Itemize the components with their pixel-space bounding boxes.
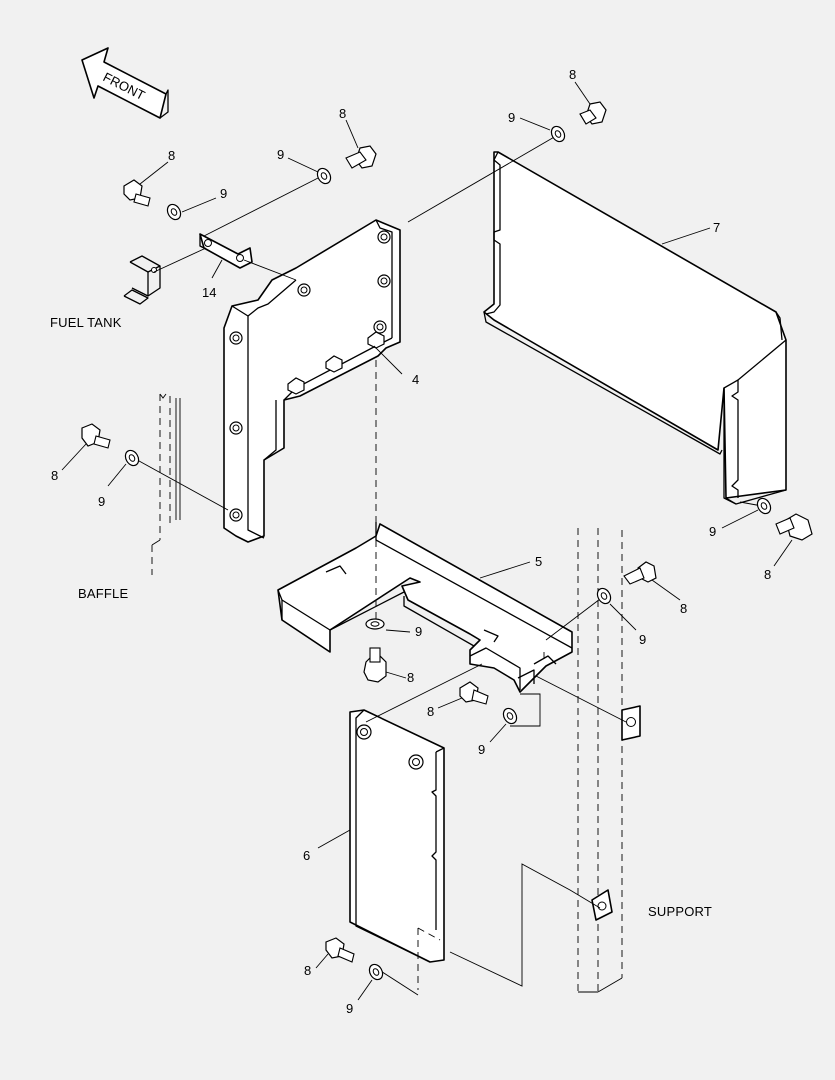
callout-numbers: 8 9 8 9 8 9 7 14 4 8 9 9 8 5 8 9 9 8 8 9… <box>51 67 771 1016</box>
tray-part-5 <box>277 522 573 693</box>
callout-bolt-top-right: 8 <box>569 67 576 82</box>
support-member <box>577 528 641 993</box>
bolt-top-center <box>345 145 377 169</box>
callout-washer-lower-center: 9 <box>478 742 485 757</box>
callout-washer-top-right: 9 <box>508 110 515 125</box>
washers <box>124 125 772 981</box>
assembly-lines <box>129 135 763 996</box>
bolt-mid-right <box>623 561 657 585</box>
bolt-left <box>81 423 111 449</box>
callout-washer-top-center: 9 <box>277 147 284 162</box>
bolt-top-left <box>123 179 151 207</box>
callout-part-6: 6 <box>303 848 310 863</box>
baffle-member <box>151 393 181 575</box>
label-fuel-tank: FUEL TANK <box>50 315 122 330</box>
callout-bolt-bottom: 8 <box>304 963 311 978</box>
panel-part-7 <box>483 151 787 505</box>
label-baffle: BAFFLE <box>78 586 128 601</box>
callout-leaders <box>61 81 793 1001</box>
label-support: SUPPORT <box>648 904 712 919</box>
callout-bolt-lower-center: 8 <box>427 704 434 719</box>
callout-bolt-mid-right: 8 <box>680 601 687 616</box>
callout-bolt-top-left: 8 <box>168 148 175 163</box>
front-arrow: FRONT <box>81 47 169 119</box>
bolt-right-lower <box>775 513 813 541</box>
callout-washer-center: 9 <box>415 624 422 639</box>
bolt-top-right <box>579 101 607 125</box>
bracket-part-4 <box>223 219 401 543</box>
callout-part-4: 4 <box>412 372 419 387</box>
callout-washer-bottom: 9 <box>346 1001 353 1016</box>
callout-bolt-center: 8 <box>407 670 414 685</box>
fuel-tank-clip <box>123 255 161 305</box>
plate-part-6 <box>349 709 445 990</box>
callout-part-7: 7 <box>713 220 720 235</box>
callout-part-14: 14 <box>202 285 216 300</box>
bolt-lower-center <box>459 681 489 705</box>
callout-washer-mid-right: 9 <box>639 632 646 647</box>
callout-part-5: 5 <box>535 554 542 569</box>
callout-bolt-right-lower: 8 <box>764 567 771 582</box>
callout-washer-top-left: 9 <box>220 186 227 201</box>
bolt-bottom <box>325 937 355 963</box>
callout-washer-right-lower: 9 <box>709 524 716 539</box>
callout-bolt-top-center: 8 <box>339 106 346 121</box>
bolt-center <box>363 647 387 683</box>
callout-bolt-left: 8 <box>51 468 58 483</box>
clip-part-14 <box>199 233 253 269</box>
callout-washer-left: 9 <box>98 494 105 509</box>
